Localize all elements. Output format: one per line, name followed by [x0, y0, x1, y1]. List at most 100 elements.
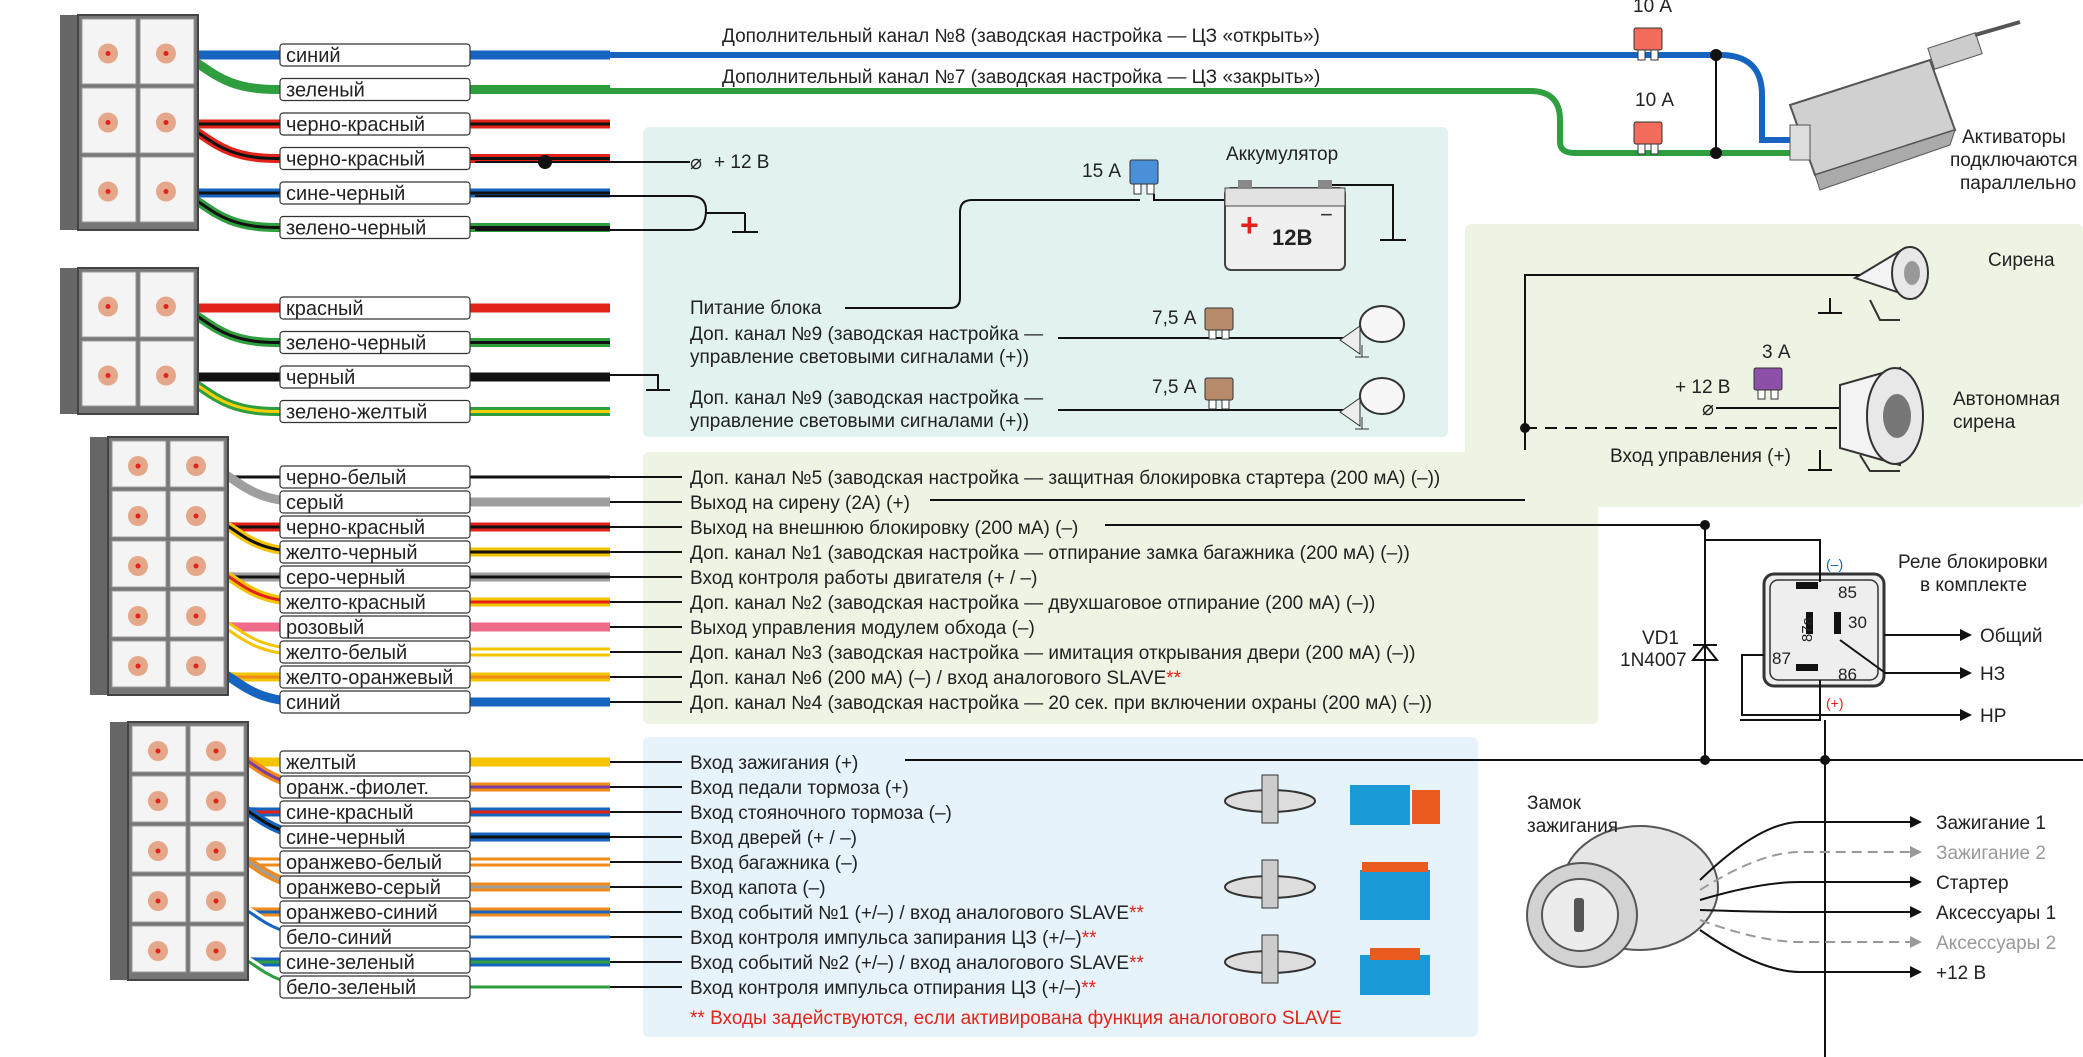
connector3-wire-label: синий	[286, 692, 341, 714]
ctrl-in-label: Вход управления (+)	[1610, 446, 1791, 467]
connector1-wire-label-box	[279, 112, 471, 136]
connector3-wire-desc: Доп. канал №3 (заводская настройка — ими…	[690, 643, 1416, 664]
ign-output: Зажигание 1	[1699, 813, 2046, 881]
connector4-wire-label: оранж.-фиолет.	[286, 777, 429, 799]
connector4-wire-label-box	[279, 750, 471, 774]
connector2-wire-label: черный	[286, 367, 355, 389]
connector3-wire-label-box	[279, 640, 471, 664]
footnote: ** Входы задействуются, если активирован…	[690, 1008, 1342, 1029]
connector4-wire-label-box	[279, 825, 471, 849]
diode-line2: 1N4007	[1620, 650, 1687, 671]
actuators-line2: подключаются	[1950, 150, 2078, 171]
connector3-wire-label-box	[279, 515, 471, 539]
connector4-wire-desc: Вход дверей (+ / –)	[690, 828, 857, 849]
lamp-icon	[1339, 305, 1405, 358]
fuse-10a-label: 10 А	[1635, 90, 1674, 111]
relay-out-no: НР	[1980, 706, 2006, 727]
connector4-wire-label-box	[279, 850, 471, 874]
fuse-7-5a-label-1: 7,5 А	[1152, 308, 1197, 329]
connector3-wire-label: черно-красный	[286, 517, 425, 539]
battery-icon: + − 12В	[1224, 180, 1346, 271]
ch7-line	[475, 88, 1795, 156]
connector4-wire-label-box	[279, 900, 471, 924]
connector1-wire-label: сине-черный	[286, 183, 405, 205]
fuse-3a-label: 3 А	[1762, 342, 1791, 363]
connector1-wire-label-box	[279, 77, 471, 102]
relay-title-1: Реле блокировки	[1898, 552, 2048, 573]
relay-pin-87a: 87a	[1799, 616, 1816, 642]
connector3-wire-label: серый	[286, 492, 344, 514]
panel-sirens	[1465, 224, 2083, 507]
plus12b-label: + 12 В	[1675, 377, 1730, 398]
connector4-wire-desc: Вход контроля импульса отпирания ЦЗ (+/–…	[690, 978, 1097, 999]
connector4-wire-desc: Вход стояночного тормоза (–)	[690, 803, 952, 824]
connector3-wire-label: желто-оранжевый	[286, 667, 453, 689]
ign-output-label: Зажигание 1	[1936, 813, 2046, 834]
plus12b-sym: ⌀	[1702, 398, 1714, 420]
ch7-text: Дополнительный канал №7 (заводская настр…	[722, 67, 1320, 88]
connector3-wire-desc: Доп. канал №5 (заводская настройка — защ…	[690, 468, 1440, 489]
connector4-wire-label: оранжево-белый	[286, 852, 442, 874]
panel-outputs	[643, 452, 1598, 724]
connector1-wire-label: черно-красный	[286, 114, 425, 136]
ign-lock-line1: Замок	[1527, 793, 1582, 814]
connector3-wire-label-box	[279, 690, 471, 714]
relay-out-common: Общий	[1980, 626, 2043, 647]
connector3-wire-label: черно-белый	[286, 467, 406, 489]
connector1-wire-label-box	[279, 146, 471, 171]
connector3-wire-label: желто-черный	[286, 542, 417, 564]
relay-icon	[1762, 572, 1886, 688]
relay-pin-30: 30	[1848, 613, 1867, 632]
ign-output-label: Стартер	[1936, 873, 2009, 894]
ch9b-line1: Доп. канал №9 (заводская настройка —	[690, 388, 1043, 409]
connector4-wire-desc: Вход событий №2 (+/–) / вход аналогового…	[690, 953, 1144, 974]
svg-text:−: −	[1320, 202, 1333, 227]
ign-output-label: +12 В	[1936, 963, 1986, 984]
fuse-7-5a-icon	[1204, 307, 1234, 340]
connector3-wire-label-box	[279, 490, 471, 514]
connector4-wire-label: сине-черный	[286, 827, 405, 849]
connector4-wire-label: бело-зеленый	[286, 977, 416, 999]
connector1-housing-back	[60, 15, 80, 230]
battery-label: Аккумулятор	[1226, 144, 1338, 165]
connector4-wire-desc: Вход событий №1 (+/–) / вход аналогового…	[690, 903, 1144, 924]
diode-line1: VD1	[1642, 628, 1679, 649]
trunk-switch-icon	[1224, 859, 1430, 920]
power-label: Питание блока	[690, 298, 822, 319]
connector3-wire-label-box	[279, 665, 471, 689]
connector3-wire-desc: Вход контроля работы двигателя (+ / –)	[690, 568, 1037, 589]
plus12-sym: ⌀	[690, 152, 702, 174]
connector4-wire-label: оранжево-синий	[286, 902, 438, 924]
connector4-wire-label: сине-красный	[286, 802, 414, 824]
connector1-wire-label: синий	[286, 45, 341, 67]
siren-icon	[1852, 246, 1929, 321]
connector2-wire-label-box	[279, 296, 471, 320]
connector2-housing-back	[60, 268, 80, 414]
fuse-15a-label: 15 А	[1082, 161, 1121, 182]
connector4-wire-label: желтый	[286, 752, 356, 774]
connector2-wire-label-box	[279, 330, 471, 355]
siren-label: Сирена	[1988, 250, 2055, 271]
fuse-3a-icon	[1753, 367, 1783, 400]
connector1-wire-label-box	[279, 43, 471, 67]
connector2-wire-label-box	[279, 399, 471, 424]
ign-output-label: Аксессуары 2	[1936, 933, 2056, 954]
connector3-housing-back	[90, 437, 110, 695]
ch8-text: Дополнительный канал №8 (заводская настр…	[722, 26, 1320, 47]
connector3-wire-label-box	[279, 540, 471, 564]
relay-out-nc: НЗ	[1980, 664, 2005, 685]
relay-pin-87: 87	[1772, 649, 1791, 668]
ch8-line	[475, 52, 1795, 143]
connector4-wire-label-box	[279, 950, 471, 974]
ch9a-line2: управление световыми сигналами (+))	[690, 347, 1029, 368]
relay-pin-85: 85	[1838, 583, 1857, 602]
ign-output: Стартер	[1699, 873, 2009, 901]
connector4-wire-label-box	[279, 975, 471, 999]
connector4-cell	[189, 925, 245, 973]
fuse-7-5a-icon	[1204, 377, 1234, 410]
connector1-wire-label: зелено-черный	[286, 218, 426, 240]
connector3-wire-label-box	[279, 465, 471, 489]
door-switch-icon	[1224, 774, 1440, 825]
autonomous-siren-icon	[1839, 366, 1924, 472]
connector1-wire-label: зеленый	[286, 80, 365, 102]
